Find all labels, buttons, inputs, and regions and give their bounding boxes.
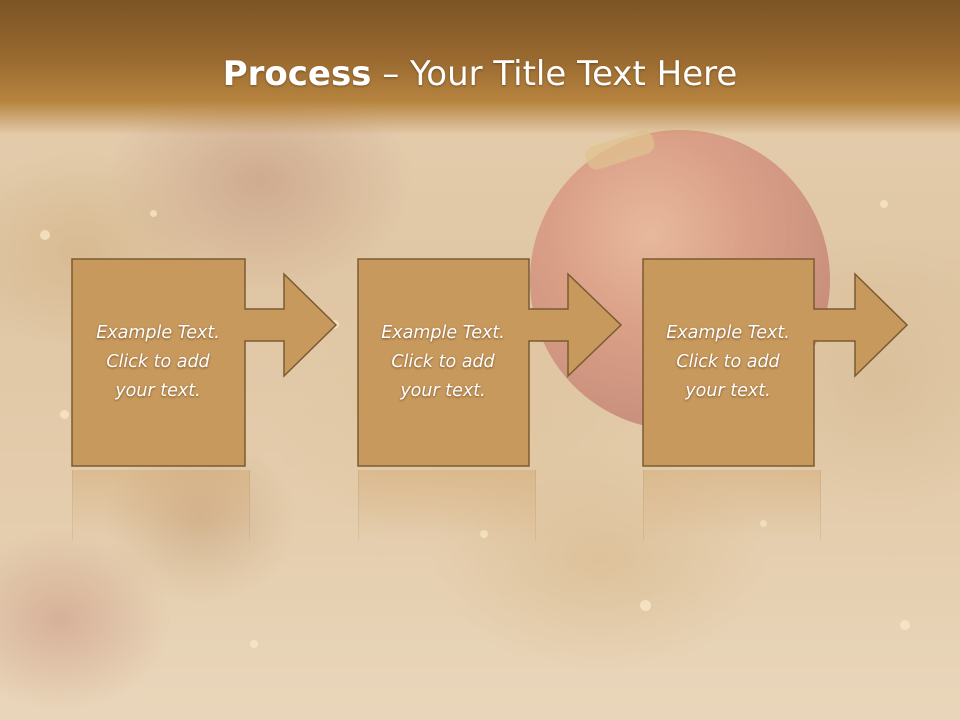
- step-reflection: [358, 470, 536, 540]
- process-step-1[interactable]: Example Text. Click to add your text.: [71, 258, 351, 468]
- process-step-3[interactable]: Example Text. Click to add your text.: [642, 258, 922, 468]
- sparkle: [40, 230, 50, 240]
- step-arrow-shape: [357, 258, 623, 467]
- sparkle: [880, 200, 888, 208]
- step-text[interactable]: Example Text. Click to add your text.: [666, 322, 790, 401]
- sparkle: [900, 620, 910, 630]
- process-step-2[interactable]: Example Text. Click to add your text.: [357, 258, 637, 468]
- sparkle: [480, 530, 488, 538]
- sparkle: [60, 410, 69, 419]
- step-arrow-shape: [642, 258, 909, 467]
- sparkle: [760, 520, 767, 527]
- title-rest: – Your Title Text Here: [371, 54, 738, 94]
- step-text[interactable]: Example Text. Click to add your text.: [381, 322, 505, 401]
- step-reflection: [643, 470, 821, 540]
- sparkle: [250, 640, 258, 648]
- title-bar: [0, 0, 960, 135]
- sparkle: [640, 600, 651, 611]
- title-bold: Process: [222, 54, 372, 94]
- slide-title[interactable]: Process – Your Title Text Here: [0, 52, 960, 96]
- sparkle: [150, 210, 157, 217]
- step-text[interactable]: Example Text. Click to add your text.: [96, 322, 220, 401]
- step-reflection: [72, 470, 250, 540]
- step-arrow-shape: [71, 258, 338, 467]
